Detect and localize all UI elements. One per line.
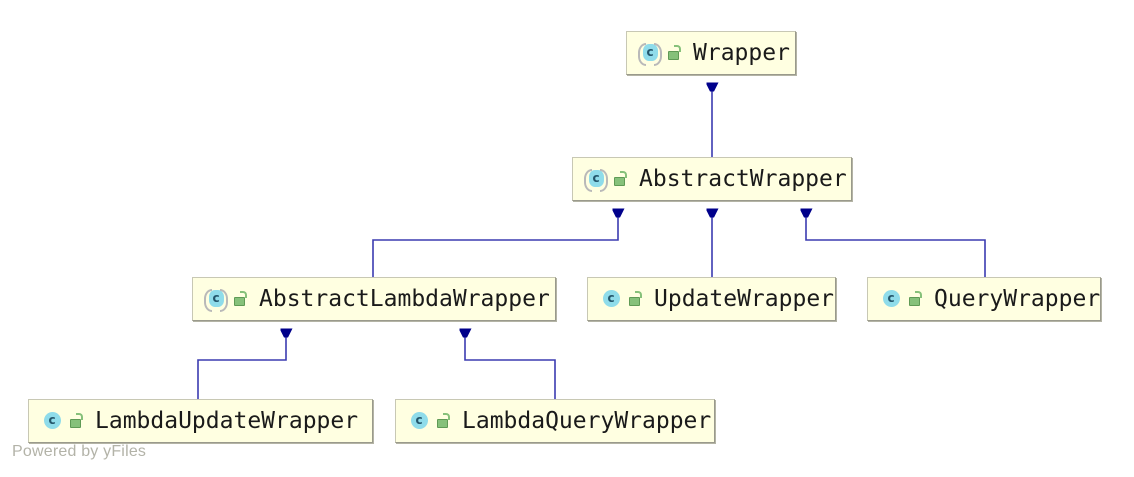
node-icons: c [204,288,249,312]
class-node-lambda-query-wrapper[interactable]: c LambdaQueryWrapper [395,399,715,443]
node-icons: c [584,168,629,192]
class-name-label: Wrapper [693,39,790,66]
class-name-label: QueryWrapper [934,285,1101,312]
class-icon: c [41,410,63,432]
class-node-update-wrapper[interactable]: c UpdateWrapper [587,277,836,321]
class-node-query-wrapper[interactable]: c QueryWrapper [867,277,1101,321]
node-icons: c [408,410,452,432]
class-name-label: AbstractWrapper [639,165,847,192]
class-name-label: AbstractLambdaWrapper [259,285,550,312]
abstract-class-icon: c [204,288,228,312]
class-name-label: UpdateWrapper [654,285,835,312]
unlocked-padlock-icon [907,289,924,309]
edge-querywrapper-to-abstractwrapper [806,216,986,277]
unlocked-padlock-icon [435,411,452,431]
class-node-lambda-update-wrapper[interactable]: c LambdaUpdateWrapper [28,399,373,443]
unlocked-padlock-icon [232,289,249,309]
class-name-label: LambdaQueryWrapper [462,407,712,434]
unlocked-padlock-icon [666,43,683,63]
class-name-label: LambdaUpdateWrapper [95,407,359,434]
node-icons: c [41,410,85,432]
class-icon: c [408,410,430,432]
node-icons: c [638,42,683,66]
edge-lambdaupdatewrapper-to-abstractlambdawrapper [197,336,286,399]
node-icons: c [880,288,924,310]
class-icon: c [880,288,902,310]
abstract-class-icon: c [638,42,662,66]
unlocked-padlock-icon [68,411,85,431]
class-icon: c [600,288,622,310]
class-node-abstract-wrapper[interactable]: c AbstractWrapper [572,157,852,201]
edge-abstractlambdawrapper-to-abstractwrapper [372,216,618,277]
yfiles-watermark: Powered by yFiles [12,443,147,460]
abstract-class-icon: c [584,168,608,192]
class-node-abstract-lambda-wrapper[interactable]: c AbstractLambdaWrapper [192,277,556,321]
edge-lambdaquerywrapper-to-abstractlambdawrapper [465,336,556,399]
node-icons: c [600,288,644,310]
unlocked-padlock-icon [627,289,644,309]
unlocked-padlock-icon [612,169,629,189]
class-node-wrapper[interactable]: c Wrapper [626,31,796,75]
